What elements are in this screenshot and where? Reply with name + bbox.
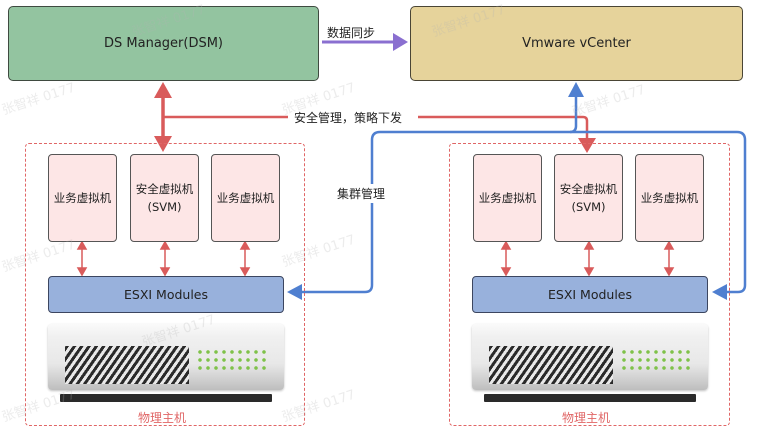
data-sync-label: 数据同步 [327,26,376,40]
vm-name: 业务虚拟机 [216,191,275,205]
vm-subname: (SVM) [571,200,606,214]
server-icon [472,318,708,406]
vm-subname: (SVM) [147,200,182,214]
vcenter-node: Vmware vCenter [410,6,743,81]
physical-host-right [449,143,730,426]
physical-host-label: 物理主机 [138,411,187,425]
business-vm: 业务虚拟机 [211,154,280,242]
security-policy-label: 安全管理，策略下发 [292,109,405,126]
security-vm: 安全虚拟机 (SVM) [554,154,623,242]
cluster-management-line [287,82,747,300]
physical-host-left [25,143,305,426]
business-vm: 业务虚拟机 [473,154,542,242]
data-sync-arrow [322,33,408,51]
vm-esxi-arrows [76,240,675,277]
vm-name: 业务虚拟机 [640,191,699,205]
vm-name: 业务虚拟机 [53,191,112,205]
dsm-node: DS Manager(DSM) [8,6,319,81]
vcenter-label: Vmware vCenter [522,36,631,51]
security-vm: 安全虚拟机 (SVM) [130,154,199,242]
cluster-management-label: 集群管理 [335,184,388,203]
business-vm: 业务虚拟机 [48,154,117,242]
esxi-modules: ESXI Modules [48,276,284,313]
esxi-label: ESXI Modules [123,287,209,302]
server-icon [48,318,284,406]
vm-name: 安全虚拟机 [559,182,618,196]
business-vm: 业务虚拟机 [635,154,704,242]
esxi-modules: ESXI Modules [472,276,708,313]
esxi-label: ESXI Modules [547,287,633,302]
physical-host-label: 物理主机 [562,411,611,425]
vm-name: 业务虚拟机 [478,191,537,205]
dsm-label: DS Manager(DSM) [104,36,223,51]
vm-name: 安全虚拟机 [135,182,194,196]
security-policy-line [163,115,596,153]
